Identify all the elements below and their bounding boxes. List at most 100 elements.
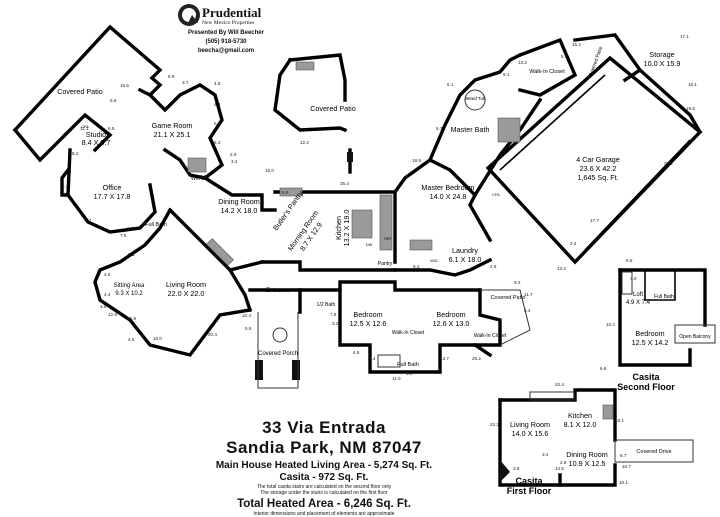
label-master-bedroom: Master Bedroom [421, 183, 474, 192]
label-kitchen-dim: 13.2 X 19.0 [342, 210, 351, 247]
dimension-tag: 7.8 [330, 312, 337, 317]
dimension-tag: 5.6 [406, 371, 413, 376]
wall-bedroom2-e [473, 288, 502, 347]
dimension-tag: 6.4 [524, 308, 531, 313]
grill-icon [295, 61, 315, 71]
dimension-tag: 9.7 [85, 218, 92, 223]
dimension-tag: 10.4 [606, 322, 615, 327]
dimension-tag: 2.8 [560, 460, 567, 465]
label-cfa-2: CFA [492, 193, 500, 197]
label-casita-bedroom-dim: 12.5 X 14.2 [632, 338, 669, 347]
dimension-tag: 9.3 [514, 280, 521, 285]
dimension-tag: 15.5 [120, 83, 129, 88]
dimension-tag: 2.4 [570, 241, 577, 246]
dimension-tag: 7.4 [369, 356, 376, 361]
listing-street: 33 Via Entrada [262, 418, 386, 437]
label-game-room: Game Room [152, 121, 193, 130]
label-office: Office [103, 183, 122, 192]
wall-casita2-n [618, 268, 707, 327]
dimension-tag: 12.8 [108, 312, 117, 317]
label-casita-full-bath: Full Bath [654, 294, 674, 300]
wall-casita-s [558, 463, 617, 487]
casita-second-floor-walls [618, 268, 716, 367]
label-casita-bedroom: Bedroom [635, 329, 664, 338]
wall-dining-sw [167, 207, 265, 272]
listing-main-area: Main House Heated Living Area - 5,274 Sq… [215, 460, 433, 471]
wall-master-bed [392, 158, 493, 243]
wall-master-bed-s [393, 257, 493, 277]
dimension-tag: 36.2 [664, 161, 673, 166]
dimension-tag: 19.5 [686, 106, 695, 111]
dimension-tag: 17.7 [590, 218, 599, 223]
label-full-bath-center: Full Bath [397, 362, 419, 368]
listing-disclaimer: Interior dimensions and placement of ele… [253, 511, 395, 517]
wall-covered-patio-n [273, 57, 348, 133]
brand-phone: (505) 918-5730 [205, 39, 247, 45]
dimension-tag: 5.1 [561, 54, 568, 59]
label-bedroom2: Bedroom [436, 310, 465, 319]
wall-covered-patio-e [480, 289, 531, 346]
main-house-walls [12, 24, 703, 389]
brand-presenter: Presented By Will Beecher [188, 30, 264, 36]
dimension-tag: 4.0 [630, 276, 637, 281]
casita-first-floor-walls [498, 388, 694, 487]
dimension-tag: 17.1 [680, 34, 689, 39]
label-studio-dim: 8.4 X 9.7 [82, 138, 111, 147]
label-sitting-area-dim: 9.3 X 10.2 [115, 291, 143, 297]
wall-casita2-w [618, 268, 692, 367]
dimension-tag: 2.8 [490, 264, 497, 269]
label-kitchen: Kitchen [334, 216, 343, 240]
label-garage-dim: 23.6 X 42.2 [580, 164, 617, 173]
label-living-room: Living Room [166, 280, 206, 289]
label-covered-patio-n: Covered Patio [310, 104, 356, 113]
wall-master-bath [427, 52, 523, 163]
dimension-tag: 6.5 [214, 121, 221, 126]
listing-note2: The storage under the stairs is calculat… [260, 490, 388, 496]
dimension-tag: 13.2 [557, 266, 566, 271]
butler-counter [279, 187, 303, 197]
brand-block: Prudential New Mexico Properties Present… [168, 4, 284, 64]
dimension-tag: 4.5 [128, 337, 135, 342]
dimension-tag: 9.1 [503, 72, 510, 77]
dimension-tag: 4.4 [104, 292, 111, 297]
kitchen-island [351, 209, 373, 239]
casita-fireplace [500, 460, 510, 482]
dimension-tag: 16.0 [153, 336, 162, 341]
wall-living-room [93, 207, 252, 357]
dimension-tag: 5.3 [214, 140, 221, 145]
dimension-tag: 11.1 [80, 126, 89, 131]
label-casita-living-dim: 14.0 X 15.6 [512, 429, 549, 438]
dimension-tag: 3.7 [182, 80, 189, 85]
label-jetted-tub: Jetted Tub [464, 96, 486, 101]
fixtures [187, 61, 521, 343]
dimension-tag: 7.8 [120, 233, 127, 238]
patio-pillar [347, 152, 353, 162]
listing-city: Sandia Park, NM 87047 [226, 438, 422, 457]
casita2-stairs [621, 271, 633, 295]
wet-bar-counter [187, 157, 207, 173]
label-bedroom1: Bedroom [353, 310, 382, 319]
master-bed-fixture [409, 239, 433, 251]
dimension-tag: 20.4 [555, 382, 564, 387]
tub-center-bath [377, 354, 401, 368]
prudential-rock-logo-icon [178, 4, 200, 26]
label-living-room-dim: 22.0 X 22.0 [168, 289, 205, 298]
brand-company-sub: New Mexico Properties [202, 20, 255, 26]
porch-pillar-right [292, 360, 300, 380]
label-laundry-dim: 6.1 X 18.0 [449, 255, 482, 264]
dimension-tag: 4.8 [353, 350, 360, 355]
label-casita-second-floor-1: Casita [632, 372, 660, 382]
label-storage: Storage [649, 50, 674, 59]
label-covered-patio-nw: Covered Patio [57, 87, 103, 96]
porch-outline [257, 312, 299, 389]
label-covered-drive: Covered Drive [636, 449, 671, 455]
label-casita-second-floor-2: Second Floor [617, 382, 675, 392]
dimension-tag: 6.7 [436, 126, 443, 131]
dimension-tag: 6.8 [600, 366, 607, 371]
dimension-tag: 11.0 [392, 376, 401, 381]
label-bedroom2-dim: 12.6 X 13.0 [433, 319, 470, 328]
label-master-bath: Master Bath [451, 125, 490, 134]
label-pantry: Pantry [378, 261, 393, 267]
wall-casita-w [498, 398, 562, 487]
